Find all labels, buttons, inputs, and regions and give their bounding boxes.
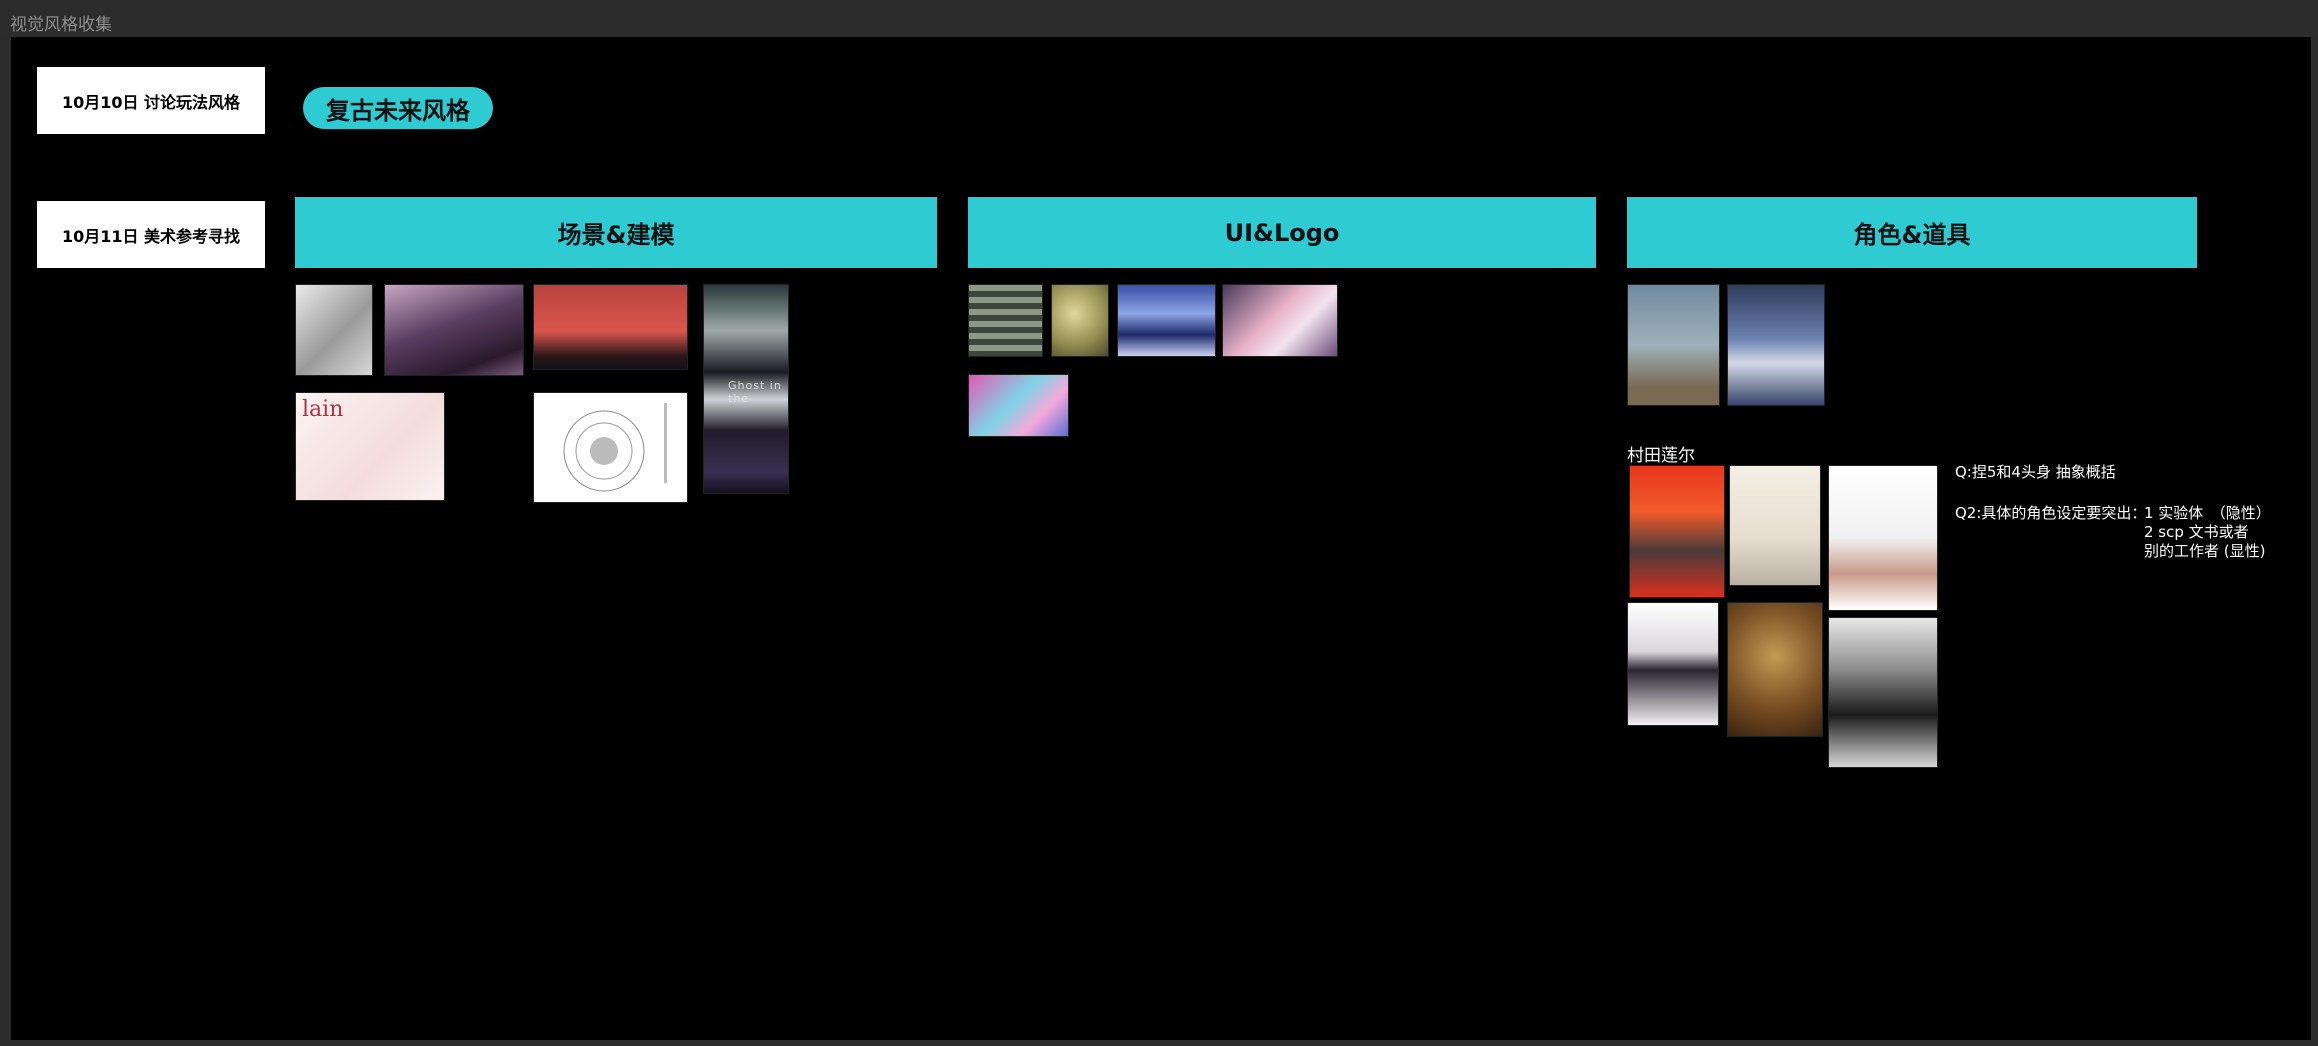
char-giant-figure-thumb[interactable]: [1627, 284, 1720, 406]
char-magazine-cover-thumb[interactable]: [1629, 465, 1725, 598]
char-white-hood-thumb[interactable]: [1729, 465, 1821, 586]
char-seated-girl-thumb[interactable]: [1828, 465, 1938, 611]
scene-red-sky-thumb[interactable]: [533, 284, 688, 370]
whiteboard-canvas[interactable]: 10月10日 讨论玩法风格 10月11日 美术参考寻找 复古未来风格 场景&建模…: [11, 37, 2311, 1040]
section-header-scene[interactable]: 场景&建模: [295, 197, 937, 268]
scene-ghost-in-the-shell-thumb[interactable]: Ghost in the: [703, 284, 789, 494]
note-q2-line1[interactable]: 1 实验体 （隐性）: [2144, 504, 2271, 522]
date-note-oct11[interactable]: 10月11日 美术参考寻找: [37, 201, 265, 268]
style-tag-retro-futurism[interactable]: 复古未来风格: [303, 87, 493, 129]
ui-console-panel-thumb[interactable]: [968, 284, 1043, 357]
date-note-oct10[interactable]: 10月10日 讨论玩法风格: [37, 67, 265, 134]
lain-logo-text: lain: [302, 397, 344, 422]
ui-pixel-street-thumb[interactable]: [968, 374, 1069, 437]
window-title: 视觉风格收集: [10, 15, 112, 35]
ui-pink-room-thumb[interactable]: [1222, 284, 1338, 357]
char-couple-thumb[interactable]: [1828, 617, 1938, 768]
scene-lain-sketch-thumb[interactable]: lain: [295, 392, 445, 501]
note-q2-line2[interactable]: 2 scp 文书或者: [2144, 523, 2249, 541]
char-pilot-girl-thumb[interactable]: [1627, 602, 1719, 726]
ghost-thumb-caption: Ghost in the: [728, 379, 782, 405]
section-header-character[interactable]: 角色&道具: [1627, 197, 2197, 268]
artist-label-range-murata: 村田莲尔: [1627, 446, 1695, 466]
note-q1[interactable]: Q:捏5和4头身 抽象概括: [1955, 463, 2116, 481]
scene-mandala-diagram-thumb[interactable]: [533, 392, 688, 503]
char-throne-girl-thumb[interactable]: [1727, 602, 1823, 737]
window-titlebar: 视觉风格收集: [0, 0, 2318, 37]
char-mecha-girl-thumb[interactable]: [1727, 284, 1825, 406]
ui-blue-desktop-thumb[interactable]: [1117, 284, 1216, 357]
ui-retro-board-thumb[interactable]: [1051, 284, 1109, 357]
scene-purple-city-thumb[interactable]: [384, 284, 524, 376]
note-q2-line3[interactable]: 别的工作者 (显性): [2144, 542, 2266, 560]
note-q2[interactable]: Q2:具体的角色设定要突出：: [1955, 504, 2147, 522]
scene-sketch-thumb[interactable]: [295, 284, 373, 376]
mandala-drawing: [563, 403, 667, 492]
section-header-ui[interactable]: UI&Logo: [968, 197, 1596, 268]
